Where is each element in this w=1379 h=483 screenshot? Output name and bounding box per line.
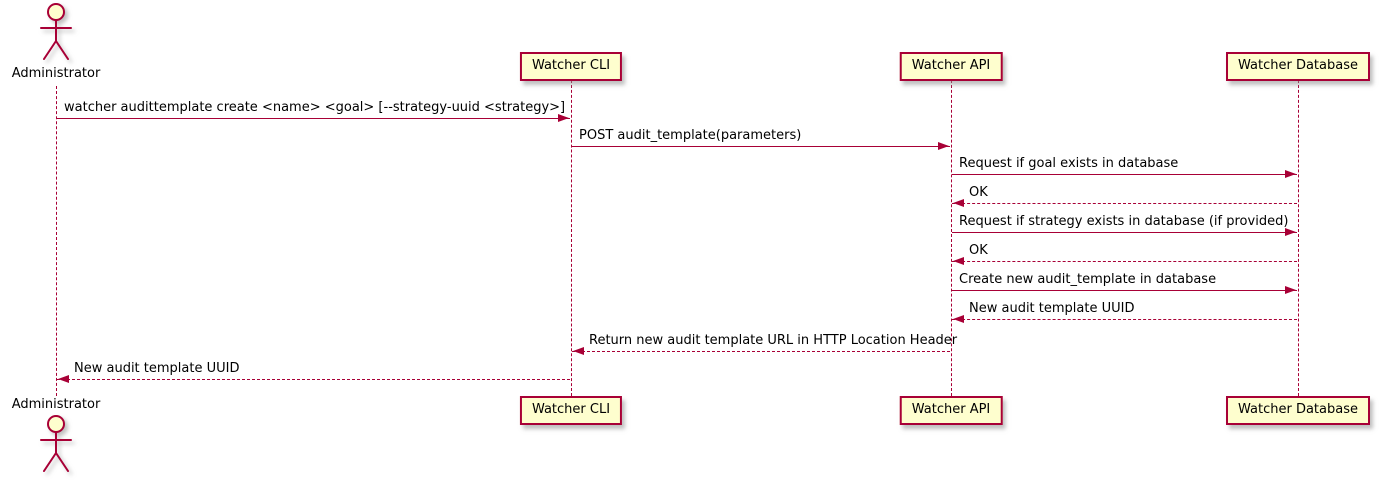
arrowhead-icon	[58, 375, 69, 383]
message-label: New audit template UUID	[969, 301, 1135, 316]
message-line	[572, 146, 950, 147]
lifeline-administrator	[56, 86, 57, 396]
message-line	[952, 203, 1297, 204]
message-label: Request if strategy exists in database (…	[959, 214, 1289, 229]
participant-watcher-api-top: Watcher API	[899, 52, 1003, 81]
participant-watcher-database-bottom: Watcher Database	[1226, 396, 1370, 425]
arrowhead-icon	[953, 257, 964, 265]
actor-label: Administrator	[11, 397, 101, 412]
arrowhead-icon	[1285, 170, 1296, 178]
message-line	[572, 351, 950, 352]
message-line	[952, 261, 1297, 262]
arrowhead-icon	[1285, 228, 1296, 236]
message-line	[952, 232, 1297, 233]
participant-watcher-cli-bottom: Watcher CLI	[519, 396, 623, 425]
arrowhead-icon	[938, 142, 949, 150]
message-line	[952, 290, 1297, 291]
participant-watcher-cli-top: Watcher CLI	[519, 52, 623, 81]
lifeline-watcher-database	[1298, 80, 1299, 396]
message-label: OK	[969, 185, 988, 200]
message-line	[952, 319, 1297, 320]
arrowhead-icon	[953, 199, 964, 207]
lifeline-watcher-api	[951, 80, 952, 396]
arrowhead-icon	[573, 347, 584, 355]
message-label: New audit template UUID	[74, 361, 240, 376]
arrowhead-icon	[558, 114, 569, 122]
message-label: POST audit_template(parameters)	[579, 128, 802, 143]
message-line	[57, 379, 570, 380]
participant-watcher-database-top: Watcher Database	[1226, 52, 1370, 81]
message-label: Create new audit_template in database	[959, 272, 1217, 287]
message-line	[57, 118, 570, 119]
participant-watcher-api-bottom: Watcher API	[899, 396, 1003, 425]
arrowhead-icon	[953, 315, 964, 323]
lifeline-watcher-cli	[571, 80, 572, 396]
message-label: Return new audit template URL in HTTP Lo…	[589, 333, 958, 348]
actor-icon	[25, 1, 87, 67]
message-line	[952, 174, 1297, 175]
actor-icon	[25, 413, 87, 479]
message-label: watcher audittemplate create <name> <goa…	[64, 100, 566, 115]
actor-label: Administrator	[11, 66, 101, 81]
message-label: OK	[969, 243, 988, 258]
message-label: Request if goal exists in database	[959, 156, 1179, 171]
arrowhead-icon	[1285, 286, 1296, 294]
